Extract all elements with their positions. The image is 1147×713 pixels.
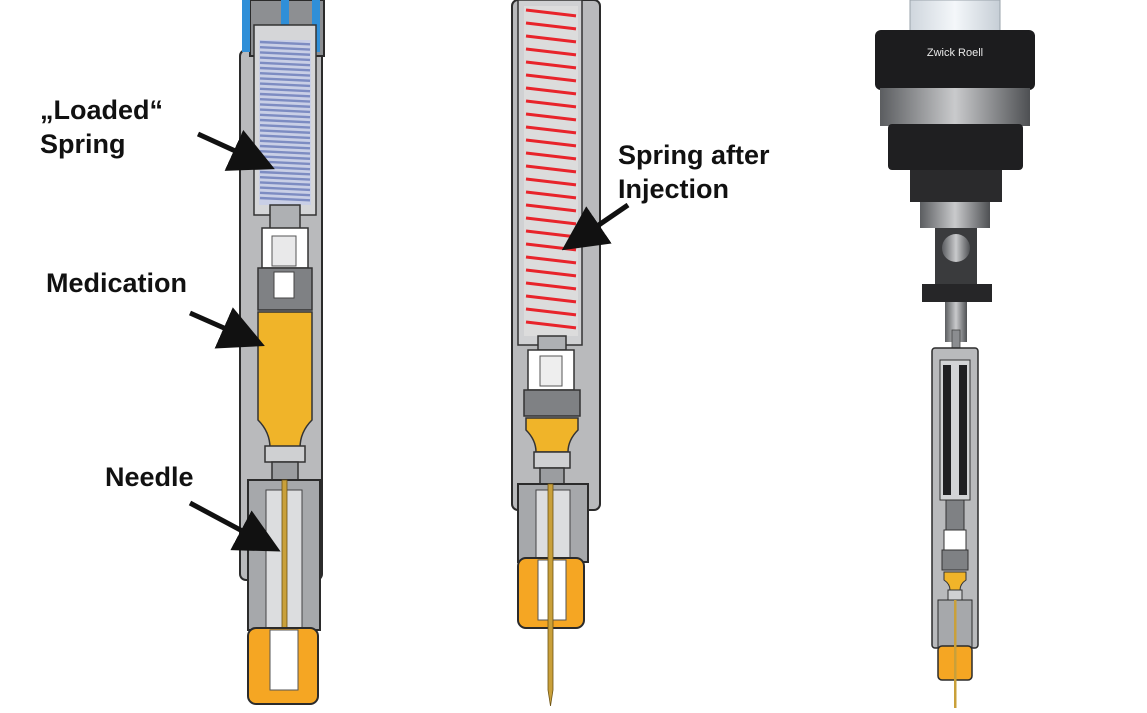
load-cell: [875, 30, 1035, 90]
label-loaded-spring-line1: „Loaded“: [40, 95, 164, 125]
spring-coil: [259, 118, 311, 124]
spring-coil: [525, 164, 577, 174]
spring-coil: [525, 138, 577, 148]
spring-coil: [259, 82, 311, 88]
spring-coil: [259, 113, 311, 119]
spring-coil: [259, 181, 311, 186]
spring-coil: [525, 112, 577, 122]
label-spring-after-injection: Spring after Injection: [618, 138, 770, 206]
needle: [954, 600, 957, 708]
label-spring-after-line1: Spring after: [618, 140, 770, 170]
spring-coil: [525, 125, 577, 135]
spring-coil: [259, 108, 311, 114]
spring-coil: [525, 60, 577, 70]
spring-coil: [525, 34, 577, 44]
blue-top-part: [242, 0, 250, 52]
arrow-medication: [188, 307, 265, 349]
spring-coil: [259, 176, 311, 181]
spring-coil: [259, 87, 311, 93]
spring-coil: [525, 268, 577, 278]
test-machine-fixture: Zwick Roell: [875, 0, 1035, 708]
spring-coil: [525, 307, 577, 317]
spring-coil: [259, 56, 311, 62]
spring-coil: [525, 151, 577, 161]
loaded-spring: [259, 40, 311, 205]
spring-coil: [525, 281, 577, 291]
autoinjector-loaded: [239, 0, 325, 705]
spring-coil: [259, 77, 311, 82]
label-loaded-spring-line2: Spring: [40, 129, 126, 159]
spring-coil: [525, 294, 577, 304]
spring-coil: [259, 98, 311, 103]
label-spring-after-line2: Injection: [618, 174, 730, 204]
spring-coil: [259, 170, 311, 176]
spring-coil: [525, 73, 577, 83]
spring-coil: [259, 196, 311, 202]
spring-coil: [259, 46, 311, 51]
spring-coil: [525, 190, 577, 200]
spring-coil: [525, 21, 577, 31]
spring-coil: [525, 320, 577, 330]
arrow-loaded-spring: [196, 129, 275, 171]
spring-coil: [259, 66, 311, 72]
spring-coil: [259, 72, 311, 77]
spring-coil: [259, 51, 311, 56]
spring-coil: [525, 255, 577, 265]
spring-coil: [259, 124, 311, 129]
spring-coil: [259, 186, 311, 192]
label-loaded-spring: „Loaded“ Spring: [40, 93, 163, 161]
label-needle: Needle: [105, 462, 194, 492]
spring-coil: [259, 191, 311, 197]
spring-coil: [525, 47, 577, 57]
spring-coil: [525, 8, 577, 18]
autoinjector-after-injection: [511, 0, 601, 707]
spring-coil: [259, 61, 311, 67]
brand-logo: Zwick Roell: [927, 47, 983, 59]
needle-extended: [547, 483, 554, 707]
spring-coil: [259, 40, 311, 46]
spring-coil: [525, 99, 577, 109]
spring-coil: [525, 86, 577, 96]
spring-coil: [259, 103, 311, 108]
medication-reservoir: [257, 311, 313, 449]
label-medication: Medication: [46, 268, 188, 298]
released-spring: [524, 6, 578, 336]
spring-coil: [525, 177, 577, 187]
spring-coil: [259, 92, 311, 98]
arrow-needle: [188, 500, 281, 552]
arrow-spring-after: [561, 202, 630, 251]
